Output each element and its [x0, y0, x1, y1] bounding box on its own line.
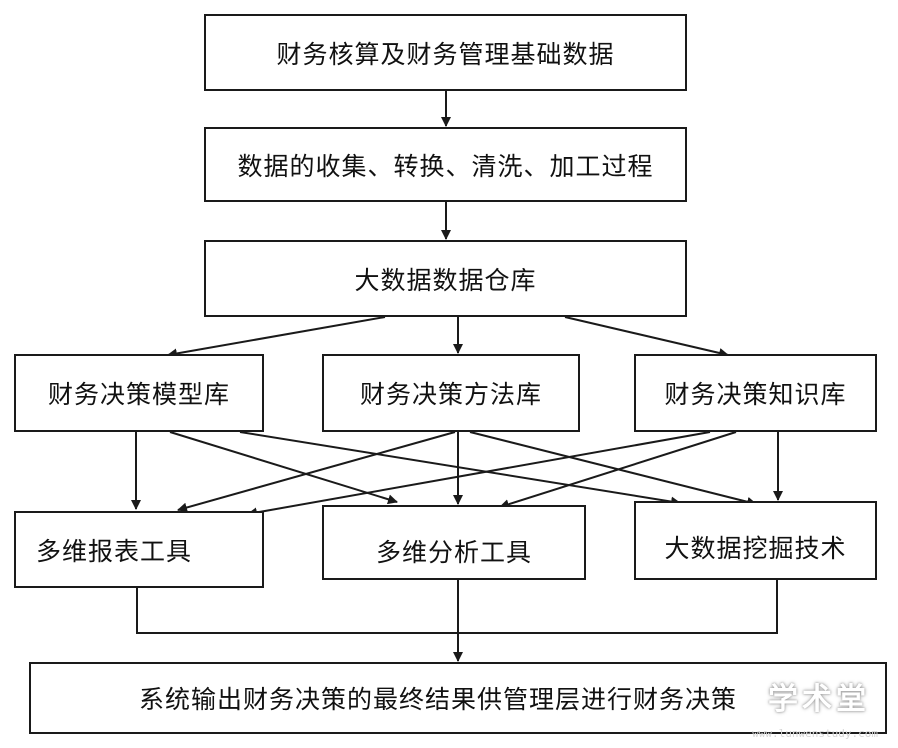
- node-method-library: 财务决策方法库: [322, 354, 580, 432]
- watermark-url: www.lunwenstudy.com: [752, 727, 878, 740]
- merge-line-mining: [458, 580, 778, 634]
- arrow-model-to-analysis: [169, 431, 398, 505]
- arrow-warehouse-to-knowledge-lib: [564, 316, 729, 358]
- node-analysis-tool-label: 多维分析工具: [375, 538, 532, 567]
- node-method-library-label: 财务决策方法库: [359, 380, 542, 409]
- node-model-library-label: 财务决策模型库: [47, 380, 230, 409]
- arrow-knowledge-to-report: [247, 431, 711, 518]
- arrow-knowledge-to-analysis: [499, 431, 737, 510]
- node-report-tool-label: 多维报表工具: [36, 536, 193, 566]
- node-mining-tool: 大数据挖掘技术: [634, 501, 877, 580]
- node-output-label: 系统输出财务决策的最终结果供管理层进行财务决策: [138, 685, 737, 714]
- node-basic-data-label: 财务核算及财务管理基础数据: [276, 39, 615, 69]
- node-knowledge-library: 财务决策知识库: [634, 354, 877, 432]
- arrow-method-to-mining: [469, 431, 757, 507]
- node-basic-data: 财务核算及财务管理基础数据: [204, 14, 687, 91]
- node-report-tool: 多维报表工具: [14, 511, 264, 588]
- node-processing: 数据的收集、转换、清洗、加工过程: [204, 127, 687, 202]
- node-model-library: 财务决策模型库: [14, 354, 264, 432]
- node-warehouse: 大数据数据仓库: [204, 240, 687, 317]
- merge-line-report: [136, 588, 458, 634]
- node-warehouse-label: 大数据数据仓库: [354, 265, 537, 295]
- arrow-model-to-mining: [239, 431, 681, 507]
- node-mining-tool-label: 大数据挖掘技术: [664, 534, 847, 563]
- arrow-warehouse-to-model-lib: [167, 316, 386, 359]
- node-analysis-tool: 多维分析工具: [322, 505, 586, 580]
- arrow-method-to-report: [177, 431, 456, 513]
- node-processing-label: 数据的收集、转换、清洗、加工过程: [237, 151, 654, 181]
- watermark-logo: 学术堂: [768, 682, 870, 717]
- node-knowledge-library-label: 财务决策知识库: [664, 380, 847, 409]
- node-output: 系统输出财务决策的最终结果供管理层进行财务决策: [29, 662, 887, 734]
